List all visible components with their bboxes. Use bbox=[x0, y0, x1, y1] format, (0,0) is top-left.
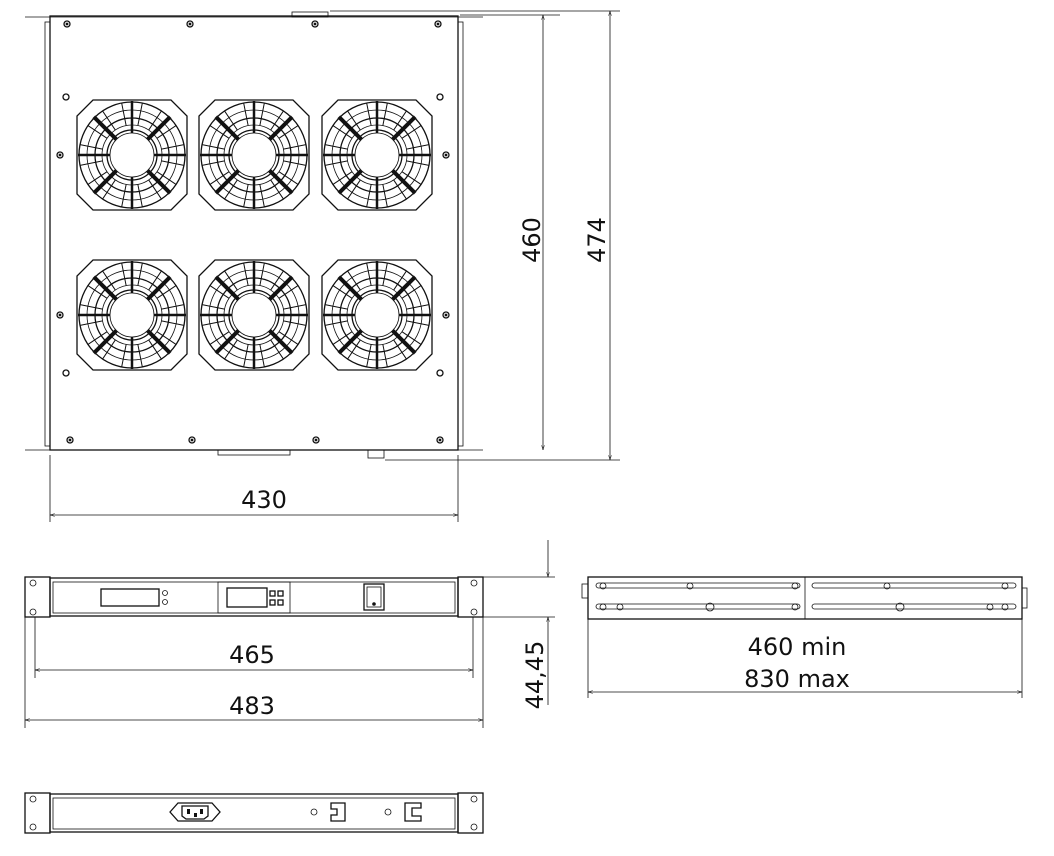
screw-hole-icon bbox=[311, 20, 319, 28]
dimension-label: 465 bbox=[229, 641, 275, 669]
dimension-label: 44,45 bbox=[521, 641, 549, 710]
screw-hole-icon bbox=[436, 369, 444, 377]
screw-hole-icon bbox=[63, 20, 71, 28]
dimension-483: 483 bbox=[24, 617, 484, 728]
screw-hole-icon bbox=[62, 369, 70, 377]
screw-hole-icon bbox=[62, 93, 70, 101]
dimension-label: 474 bbox=[583, 217, 611, 263]
fan-grille bbox=[76, 259, 188, 371]
dimension-474: 474 bbox=[330, 10, 620, 461]
top-plate bbox=[49, 15, 459, 451]
screw-hole-icon bbox=[436, 436, 444, 444]
side-view bbox=[581, 576, 1028, 620]
fan-grid bbox=[76, 99, 433, 371]
screw-hole-icon bbox=[312, 436, 320, 444]
screw-hole-icon bbox=[442, 151, 450, 159]
screw-hole-icon bbox=[442, 311, 450, 319]
dimension-430: 430 bbox=[49, 455, 459, 522]
display bbox=[100, 588, 160, 607]
screw-hole-icon bbox=[436, 93, 444, 101]
fan-grille bbox=[76, 99, 188, 211]
power-inlet bbox=[169, 802, 221, 822]
top-view bbox=[25, 11, 483, 459]
screw-hole-icon bbox=[434, 20, 442, 28]
dimension-44-45: 44,45 bbox=[483, 540, 555, 709]
fan-grille bbox=[198, 259, 310, 371]
power-switch bbox=[363, 583, 385, 611]
dimension-rail-length: 460 min 830 max bbox=[587, 619, 1023, 698]
screw-hole-icon bbox=[188, 436, 196, 444]
dimension-label: 430 bbox=[241, 486, 287, 514]
screw-hole-icon bbox=[56, 311, 64, 319]
controller bbox=[217, 581, 291, 614]
dimension-label: 460 bbox=[518, 217, 546, 263]
screw-hole-icon bbox=[66, 436, 74, 444]
dimension-label: 460 min bbox=[748, 633, 847, 661]
dimension-460: 460 bbox=[460, 14, 560, 451]
dimension-label: 830 max bbox=[744, 665, 850, 693]
fan-grille bbox=[198, 99, 310, 211]
screw-hole-icon bbox=[56, 151, 64, 159]
dimension-label: 483 bbox=[229, 692, 275, 720]
fan-grille bbox=[321, 99, 433, 211]
fan-grille bbox=[321, 259, 433, 371]
front-view bbox=[24, 576, 484, 618]
dimension-465: 465 bbox=[34, 617, 474, 678]
rear-view bbox=[24, 792, 484, 834]
screw-hole-icon bbox=[186, 20, 194, 28]
